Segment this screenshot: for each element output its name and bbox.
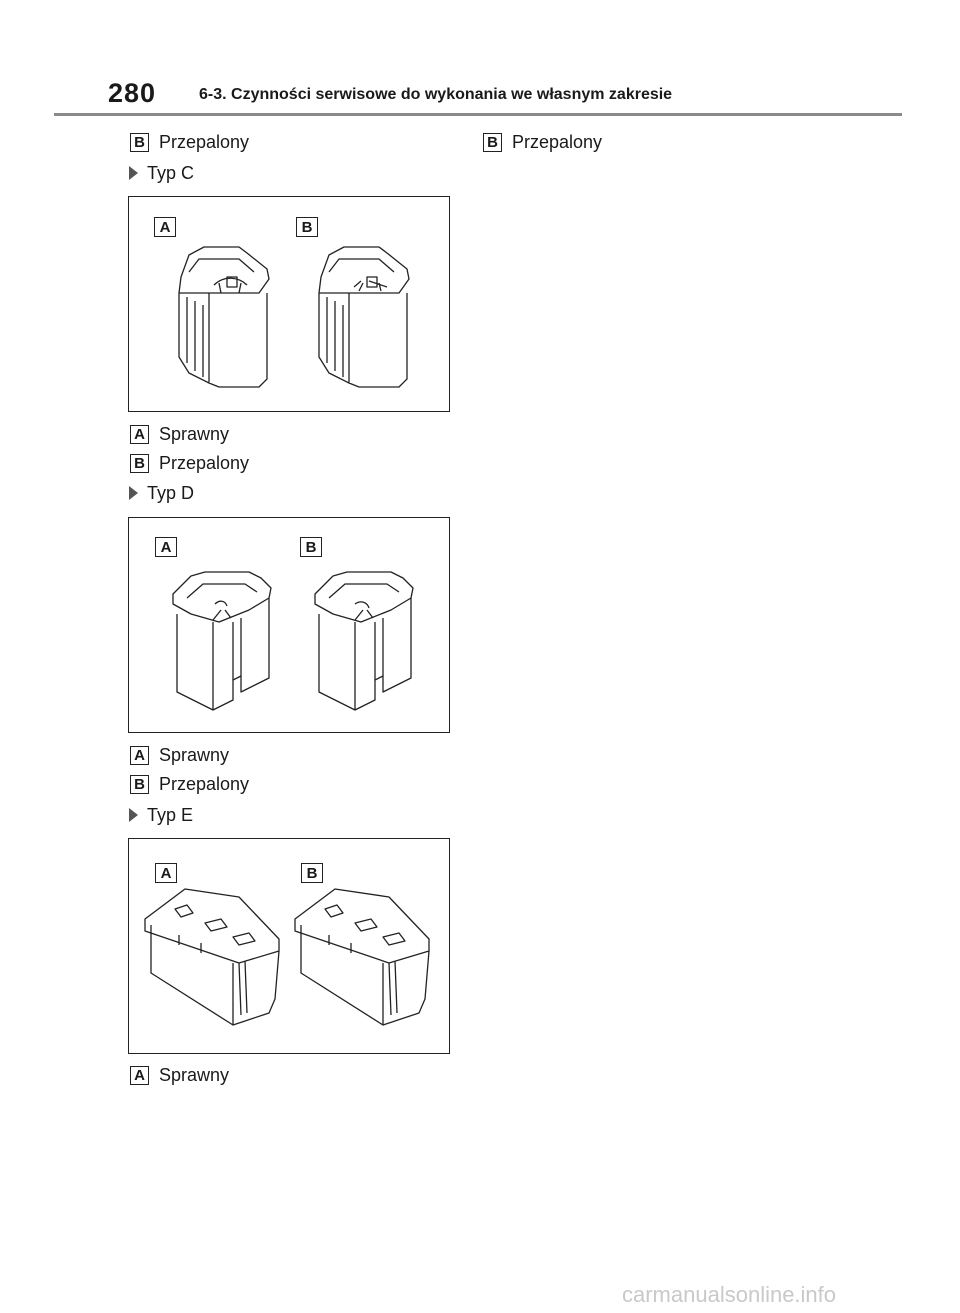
list-item: A Sprawny [130,422,229,446]
list-item: A Sprawny [130,743,229,767]
list-item: A Sprawny [130,1063,229,1087]
label-badge: B [130,132,149,152]
figure-label-a: A [155,537,177,557]
figure-label-a: A [154,217,176,237]
item-text: Sprawny [159,1064,230,1085]
list-item: B Przepalony [130,130,249,154]
item-text: Przepalony [512,131,603,152]
arrow-icon [129,808,138,822]
type-heading: Typ C [126,161,194,185]
arrow-icon [129,166,138,180]
item-text: Przepalony [159,452,250,473]
fuse-illustration [144,888,430,1026]
item-text: Sprawny [159,744,230,765]
figure-label-b: B [296,217,318,237]
label-badge: B [130,453,149,473]
type-title: Typ D [147,482,195,503]
page-number: 280 [108,78,157,108]
item-text: Sprawny [159,423,230,444]
label-badge: A [130,1065,149,1085]
fuse-illustration [178,246,410,388]
type-title: Typ E [147,804,194,825]
list-item: B Przepalony [130,451,249,475]
watermark: carmanualsonline.info [622,1282,837,1307]
label-badge: A [130,424,149,444]
item-text: Przepalony [159,131,250,152]
figure-label-b: B [301,863,323,883]
page-header: 280 6-3. Czynności serwisowe do wykonani… [0,0,960,118]
figure-label-a: A [155,863,177,883]
type-heading: Typ E [126,803,193,827]
figure-label-b: B [300,537,322,557]
section-title: 6-3. Czynności serwisowe do wykonania we… [199,86,673,103]
label-badge: B [130,774,149,794]
fuse-figure-type-d: A B [128,517,450,733]
fuse-figure-type-e: A B [128,838,450,1054]
arrow-icon [129,486,138,500]
item-text: Przepalony [159,773,250,794]
list-item: B Przepalony [483,130,602,154]
fuse-illustration [172,571,414,711]
type-heading: Typ D [126,481,194,505]
type-title: Typ C [147,162,195,183]
list-item: B Przepalony [130,772,249,796]
label-badge: A [130,745,149,765]
header-divider [54,113,902,116]
label-badge: B [483,132,502,152]
fuse-figure-type-c: A B [128,196,450,412]
